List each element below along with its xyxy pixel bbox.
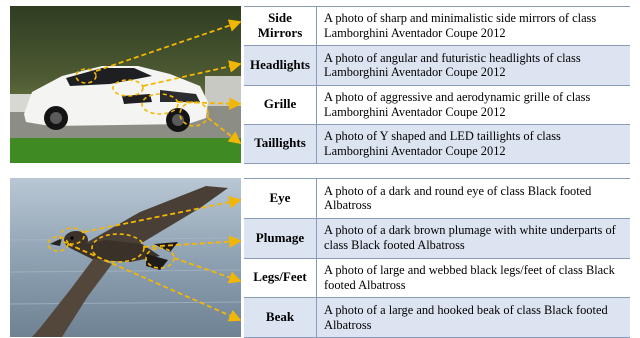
car-parts-table: Side Mirrors A photo of sharp and minima… bbox=[244, 6, 630, 164]
part-description: A photo of Y shaped and LED taillights o… bbox=[324, 129, 561, 158]
car-panel: Side Mirrors A photo of sharp and minima… bbox=[10, 6, 630, 164]
part-label: Grille bbox=[244, 85, 317, 124]
table-row: Eye A photo of a dark and round eye of c… bbox=[244, 179, 630, 219]
table-row: Side Mirrors A photo of sharp and minima… bbox=[244, 7, 630, 47]
table-row: Taillights A photo of Y shaped and LED t… bbox=[244, 124, 630, 164]
table-row: Beak A photo of a large and hooked beak … bbox=[244, 298, 630, 338]
part-label: Plumage bbox=[244, 218, 317, 258]
part-label: Legs/Feet bbox=[244, 258, 317, 298]
part-description: A photo of a dark brown plumage with whi… bbox=[324, 223, 616, 253]
bird-parts-table: Eye A photo of a dark and round eye of c… bbox=[244, 178, 630, 338]
part-description: A photo of sharp and minimalistic side m… bbox=[324, 11, 597, 41]
part-label: Beak bbox=[244, 298, 317, 337]
part-description: A photo of a large and hooked beak of cl… bbox=[324, 302, 608, 332]
table-row: Plumage A photo of a dark brown plumage … bbox=[244, 218, 630, 259]
part-label: Taillights bbox=[244, 124, 317, 163]
part-description: A photo of angular and futuristic headli… bbox=[324, 50, 581, 80]
part-description: A photo of a dark and round eye of class… bbox=[324, 183, 592, 213]
car-illustration bbox=[10, 6, 241, 163]
part-description: A photo of large and webbed black legs/f… bbox=[324, 263, 615, 292]
table-row: Grille A photo of aggressive and aerodyn… bbox=[244, 85, 630, 125]
part-label: Side Mirrors bbox=[244, 7, 317, 46]
bird-photo bbox=[10, 178, 241, 337]
car-photo bbox=[10, 6, 241, 163]
part-label: Headlights bbox=[244, 46, 317, 85]
bird-illustration bbox=[10, 178, 241, 337]
table-row: Legs/Feet A photo of large and webbed bl… bbox=[244, 258, 630, 299]
part-description: A photo of aggressive and aerodynamic gr… bbox=[324, 89, 591, 119]
part-label: Eye bbox=[244, 179, 317, 218]
table-row: Headlights A photo of angular and futuri… bbox=[244, 46, 630, 86]
bird-panel: Eye A photo of a dark and round eye of c… bbox=[10, 178, 630, 338]
